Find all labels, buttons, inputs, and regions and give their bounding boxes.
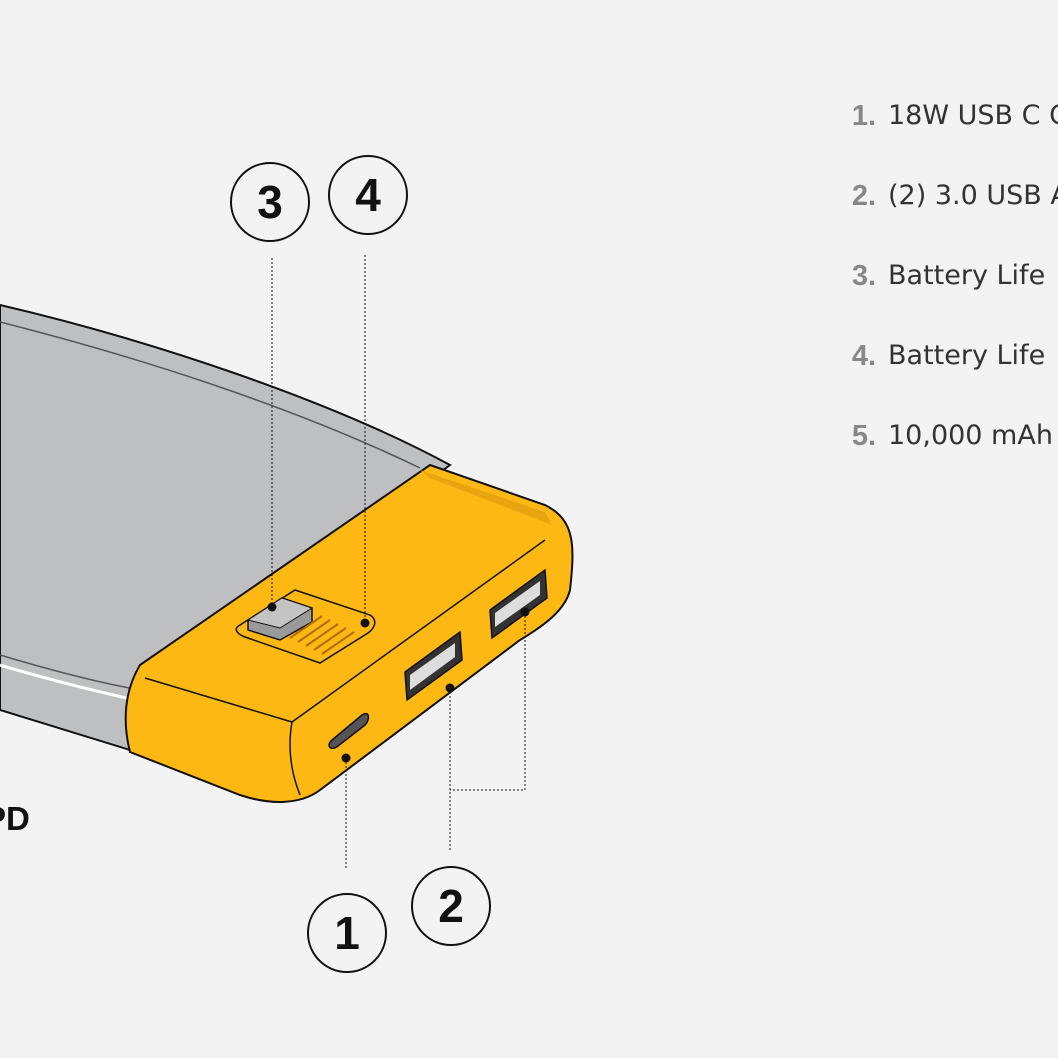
legend-text: 18W USB C C xyxy=(888,100,1058,131)
legend-number: 1. xyxy=(851,100,876,132)
legend-number: 2. xyxy=(851,180,876,212)
callout-3: 3 xyxy=(230,162,310,242)
callout-1: 1 xyxy=(307,893,387,973)
battery-led-bars xyxy=(289,615,355,655)
feature-legend: 1. 18W USB C C 2. (2) 3.0 USB A 3. Battery … xyxy=(830,100,1058,500)
legend-number: 3. xyxy=(851,260,876,292)
legend-item: 3. Battery Life xyxy=(830,260,1058,340)
legend-number: 4. xyxy=(851,340,876,372)
legend-text: 10,000 mAh xyxy=(888,420,1053,451)
pd-label: PD xyxy=(0,800,30,837)
legend-text: (2) 3.0 USB A xyxy=(888,180,1058,211)
usb-c-port xyxy=(328,713,370,750)
legend-text: Battery Life xyxy=(888,340,1046,371)
callout-4: 4 xyxy=(328,155,408,235)
callout-2: 2 xyxy=(411,866,491,946)
legend-item: 5. 10,000 mAh xyxy=(830,420,1058,500)
power-bank-body xyxy=(0,303,452,752)
legend-item: 2. (2) 3.0 USB A xyxy=(830,180,1058,260)
legend-item: 4. Battery Life xyxy=(830,340,1058,420)
legend-text: Battery Life xyxy=(888,260,1046,291)
legend-number: 5. xyxy=(851,420,876,452)
legend-item: 1. 18W USB C C xyxy=(830,100,1058,180)
